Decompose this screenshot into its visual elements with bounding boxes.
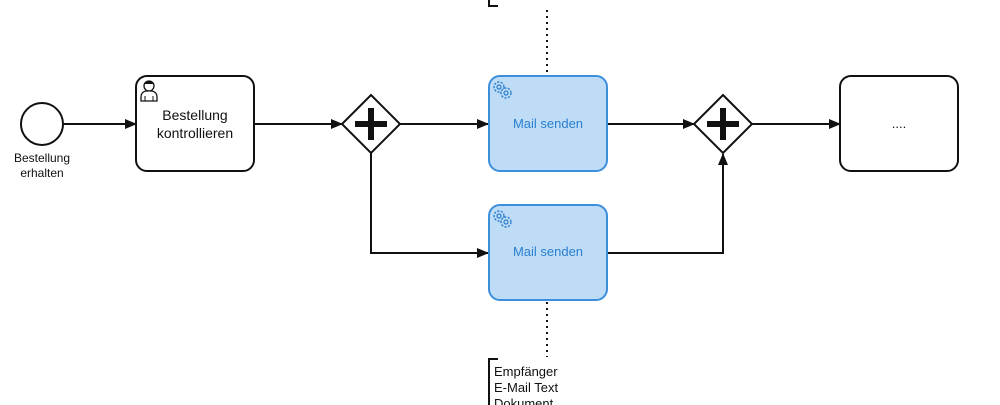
start-event-label-line1: Bestellung <box>13 151 71 165</box>
service-task-bottom-label: Mail senden <box>512 244 584 259</box>
flow-split-to-mail-bottom[interactable] <box>370 153 489 258</box>
annotation-bracket[interactable] <box>488 358 498 405</box>
annotation-top[interactable] <box>488 0 498 7</box>
user-task[interactable] <box>135 75 255 172</box>
service-task-bottom[interactable] <box>488 204 608 301</box>
service-task-top-label: Mail senden <box>512 116 584 131</box>
annotation-line: Empfänger <box>494 364 558 379</box>
user-icon <box>140 80 158 102</box>
gear-icon <box>493 210 512 228</box>
next-task[interactable] <box>839 75 959 172</box>
plus-icon <box>707 108 739 140</box>
start-event-label: Bestellung erhalten <box>2 151 82 181</box>
plus-icon <box>355 108 387 140</box>
annotation-text: Empfänger E-Mail Text Dokument <box>494 364 558 405</box>
start-event[interactable] <box>20 102 64 146</box>
flow-mail-bottom-to-join[interactable] <box>607 153 728 254</box>
annotation-line: Dokument <box>494 396 554 405</box>
next-task-label: .... <box>891 116 907 131</box>
start-event-label-line2: erhalten <box>20 166 64 180</box>
user-task-label: Bestellung kontrollieren <box>136 106 254 142</box>
parallel-gateway-split[interactable] <box>340 93 402 155</box>
user-task-label-line1: Bestellung <box>162 107 228 123</box>
user-task-label-line2: kontrollieren <box>156 125 234 141</box>
annotation-line: E-Mail Text <box>494 380 559 395</box>
parallel-gateway-join[interactable] <box>692 93 754 155</box>
service-task-top[interactable] <box>488 75 608 172</box>
gear-icon <box>493 81 512 99</box>
